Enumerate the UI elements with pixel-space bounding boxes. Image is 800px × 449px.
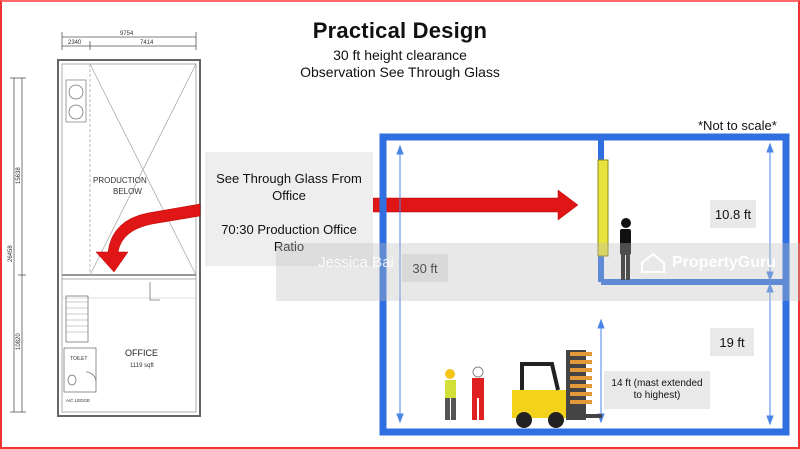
- watermark-brand: PropertyGuru: [672, 254, 777, 271]
- office-label: OFFICE: [125, 348, 158, 358]
- production-below-label: BELOW: [113, 187, 142, 196]
- label-office-height: 10.8 ft: [710, 200, 756, 228]
- dim-width-left: 2340: [68, 40, 82, 46]
- building-outline: [379, 133, 790, 436]
- office-area: 1119 sqft: [130, 363, 154, 369]
- observation-glass: [597, 159, 609, 257]
- label-total-height: 30 ft: [402, 254, 448, 282]
- view-direction-arrow: [372, 189, 579, 221]
- watermark-user: Jessica Bai: [318, 254, 394, 271]
- title-block: Practical Design 30 ft height clearance …: [240, 18, 560, 80]
- callout-ratio-text: 70:30 Production Office Ratio: [221, 222, 357, 254]
- forklift: [512, 350, 602, 428]
- subtitle-height: 30 ft height clearance: [333, 47, 467, 63]
- toilet-label: TOILET: [70, 356, 87, 362]
- house-icon: [640, 252, 666, 274]
- person-silhouette: [620, 218, 631, 280]
- production-label: PRODUCTION: [93, 176, 147, 185]
- dimension-arrows: [396, 142, 774, 426]
- dim-height-total: 26458: [8, 245, 14, 262]
- ac-ledge-label: A/C LEDGE: [66, 398, 90, 403]
- callout-glass-text: See Through Glass From Office: [216, 171, 362, 203]
- not-to-scale-note: *Not to scale*: [698, 118, 777, 133]
- worker-figures: [445, 366, 484, 420]
- dim-width-total: 9754: [120, 31, 134, 37]
- watermark-band: [276, 243, 800, 301]
- callout-box: See Through Glass From Office 70:30 Prod…: [205, 152, 373, 266]
- label-lower-height: 19 ft: [710, 328, 754, 356]
- watermark-logo: PropertyGuru: [640, 252, 776, 274]
- dim-height-lower: 10820: [16, 333, 22, 350]
- label-forklift-height: 14 ft (mast extended to highest): [604, 371, 710, 409]
- section-diagram: [379, 133, 790, 436]
- plan-outer-wall: [57, 59, 201, 417]
- subtitle-glass: Observation See Through Glass: [300, 64, 500, 80]
- dim-height-upper: 15638: [16, 167, 22, 184]
- dim-width-right: 7414: [140, 40, 154, 46]
- plan-view-arrow: [95, 203, 201, 273]
- pallet-stack: [570, 352, 592, 404]
- page-title: Practical Design: [312, 18, 488, 43]
